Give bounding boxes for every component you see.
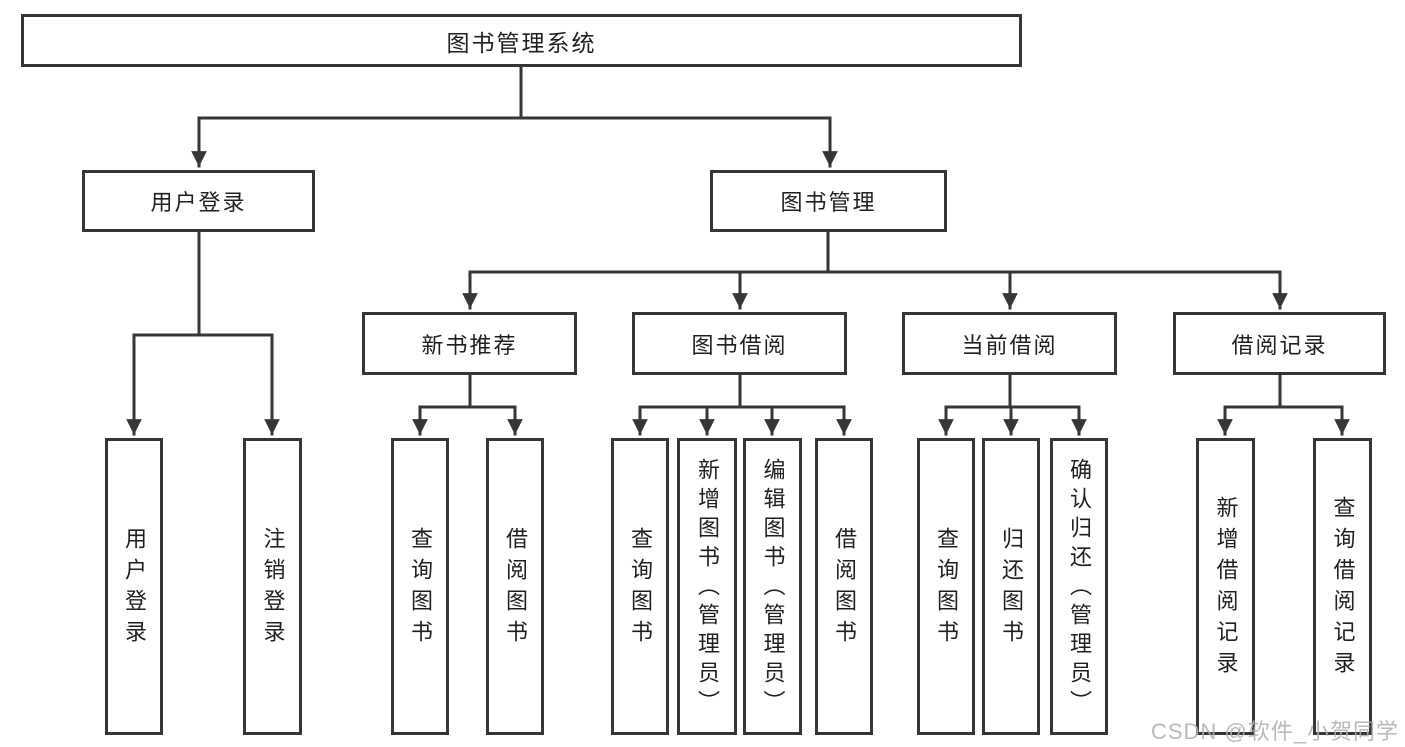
leaf-add-books-admin: 新增图书（管理员）: [677, 438, 737, 735]
node-current-borrowing: 当前借阅: [902, 312, 1117, 375]
leaf-edit-books-admin: 编辑图书（管理员）: [743, 438, 802, 735]
node-borrowing-records: 借阅记录: [1173, 312, 1386, 375]
leaf-add-borrow-record: 新增借阅记录: [1196, 438, 1255, 735]
leaf-borrow-books: 借阅图书: [815, 438, 873, 735]
leaf-user-login: 用户登录: [105, 438, 163, 735]
node-new-book-recommend: 新书推荐: [362, 312, 577, 375]
leaf-query-books-recommend: 查询图书: [391, 438, 449, 735]
node-book-borrowing: 图书借阅: [632, 312, 847, 375]
csdn-watermark: CSDN @软件_小贺同学: [1150, 719, 1399, 744]
node-user-login: 用户登录: [82, 170, 315, 232]
leaf-logout: 注销登录: [243, 438, 302, 735]
node-book-management: 图书管理: [710, 170, 947, 232]
leaf-query-books-current: 查询图书: [917, 438, 975, 735]
node-root-system: 图书管理系统: [21, 14, 1022, 67]
leaf-borrow-books-recommend: 借阅图书: [486, 438, 544, 735]
leaf-query-borrow-record: 查询借阅记录: [1313, 438, 1372, 735]
leaf-return-books: 归还图书: [982, 438, 1040, 735]
leaf-confirm-return-admin: 确认归还（管理员）: [1050, 438, 1108, 735]
leaf-query-books-borrowing: 查询图书: [611, 438, 669, 735]
